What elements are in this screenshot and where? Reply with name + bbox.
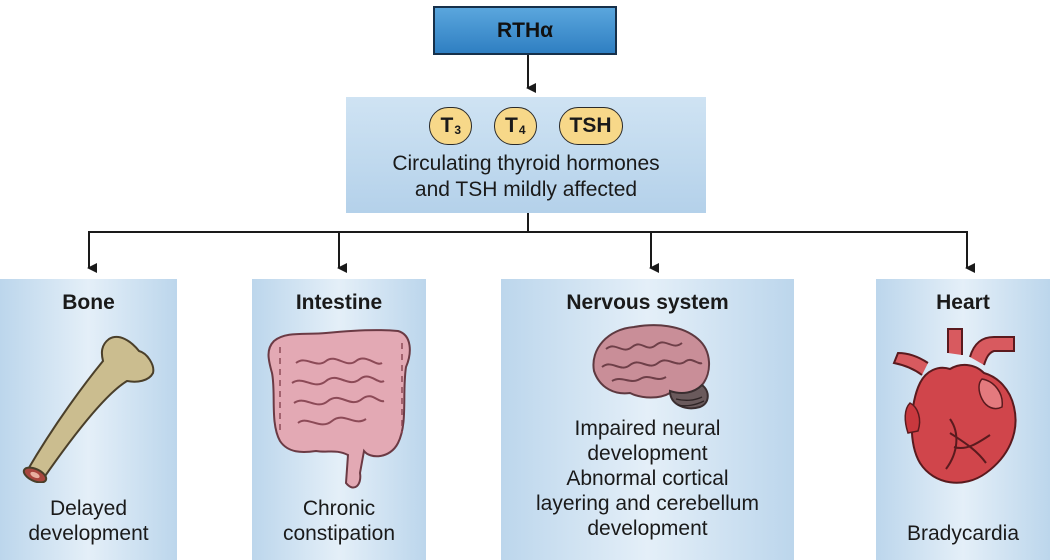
heart-panel: Heart Bradycardia — [876, 279, 1050, 560]
bone-icon — [22, 335, 155, 483]
bone-title: Bone — [62, 291, 115, 314]
hormones-description: Circulating thyroid hormones and TSH mil… — [392, 152, 660, 201]
nervous-system-effect: Impaired neural development Abnormal cor… — [536, 417, 759, 540]
bone-effect: Delayed development — [28, 497, 149, 545]
rth-alpha-node: RTHα — [433, 6, 617, 55]
heart-icon — [892, 328, 1017, 484]
intestine-effect: Chronic constipation — [282, 497, 396, 545]
nervous-system-title: Nervous system — [566, 291, 729, 314]
rth-alpha-label: RTHα — [496, 18, 554, 42]
nervous-system-panel: Nervous system Impaired neural developme… — [501, 279, 794, 560]
intestine-panel: Intestine Chronic constipation — [252, 279, 426, 560]
heart-title: Heart — [936, 291, 990, 314]
bone-panel: Bone Delayed development — [0, 279, 177, 560]
brain-icon — [592, 324, 710, 410]
intestine-title: Intestine — [295, 291, 383, 314]
intestine-icon — [267, 329, 411, 489]
heart-effect: Bradycardia — [906, 522, 1020, 545]
tsh-pill: TSH — [558, 107, 623, 145]
